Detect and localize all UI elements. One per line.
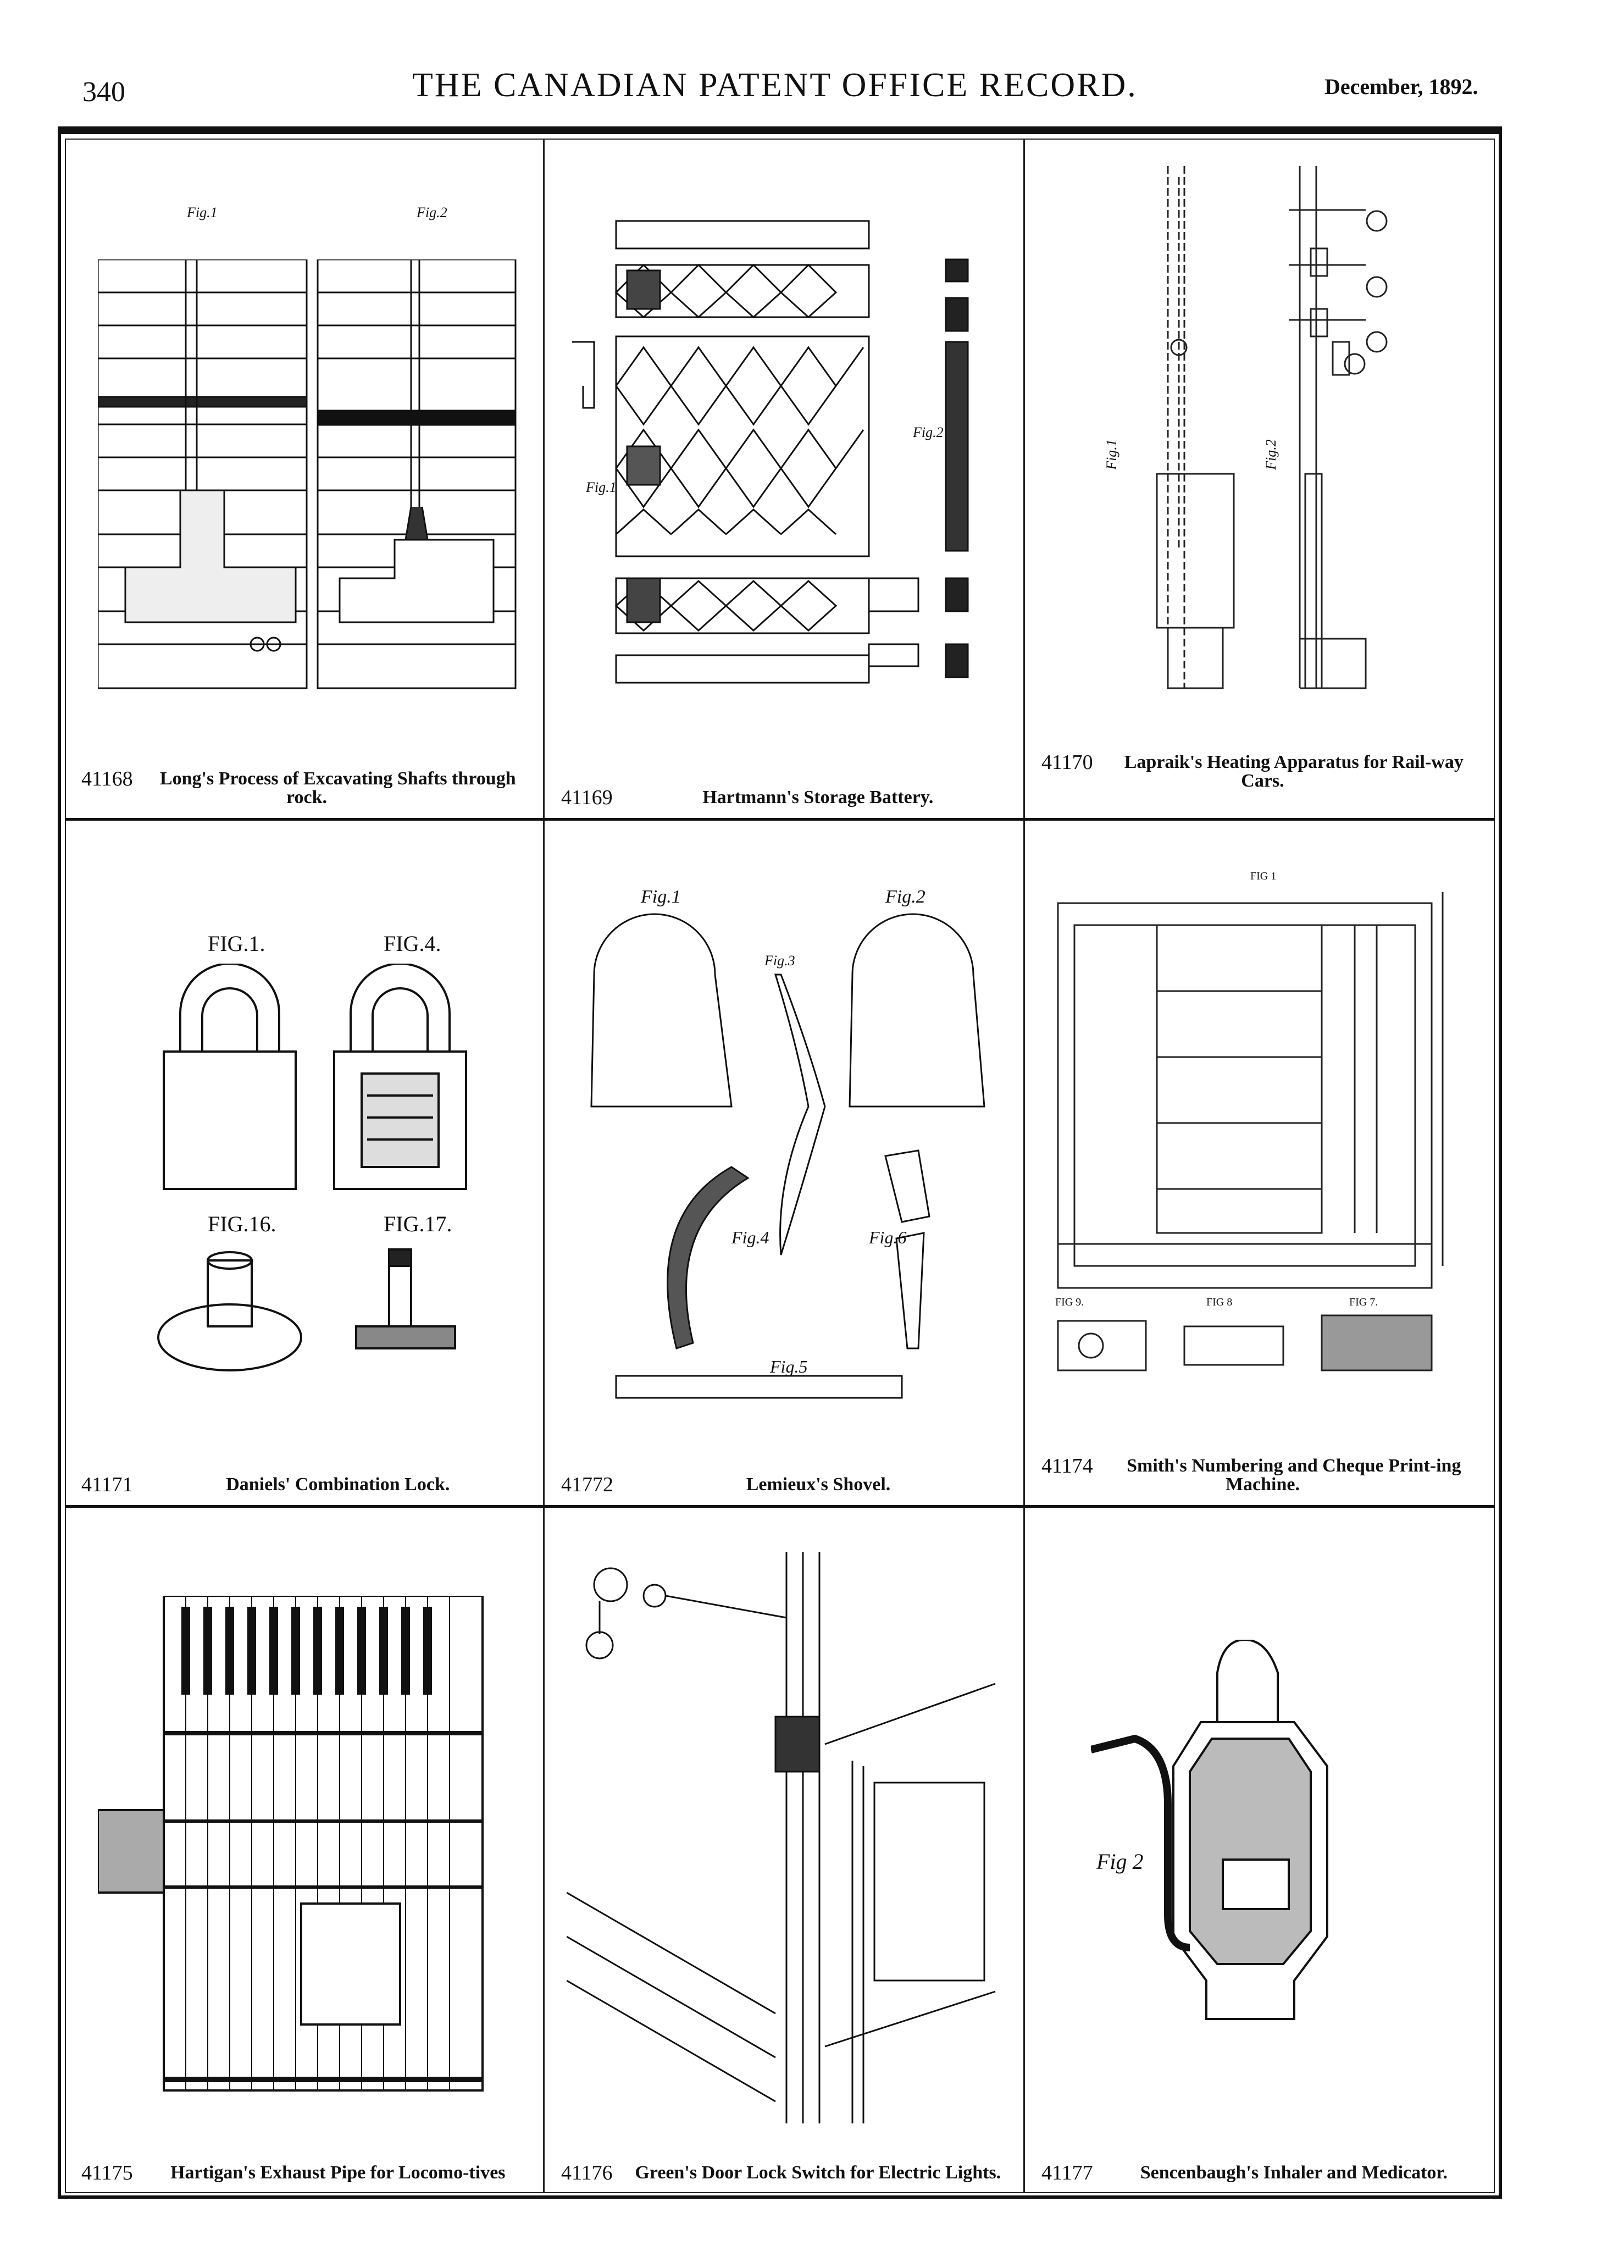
page-frame <box>58 126 1502 2199</box>
patent-41176: 41176 Green's Door Lock Switch for Electr… <box>545 1508 1023 2193</box>
fig-label: FIG 9. <box>1055 1296 1084 1308</box>
patent-number: 41772 <box>561 1473 613 1496</box>
patent-number: 41171 <box>81 1473 133 1496</box>
fig-label: Fig.1 <box>586 479 617 495</box>
patent-number: 41176 <box>561 2161 613 2184</box>
patent-title: Lapraik's Heating Apparatus for Rail-way… <box>1124 752 1464 791</box>
patent-number: 41169 <box>561 786 613 809</box>
fig-label: FIG.16. <box>208 1212 276 1236</box>
column-divider <box>543 139 545 2193</box>
patent-title: Green's Door Lock Switch for Electric Li… <box>635 2162 1001 2183</box>
patent-41168: Fig.1 Fig.2 41168 Long's Process of Excav… <box>65 139 543 818</box>
storage-battery-drawing <box>572 220 969 684</box>
patent-title: Lemieux's Shovel. <box>746 1474 891 1495</box>
patent-41772: Fig.1 Fig.2 Fig.3 Fig.4 Fig.5 Fig.6 4177… <box>545 821 1023 1505</box>
page-number: 340 <box>82 76 125 108</box>
inner-frame <box>65 139 1495 2193</box>
fig-label: FIG.4. <box>384 931 441 956</box>
patent-caption: 41177 Sencenbaugh's Inhaler and Medicator… <box>1041 2161 1484 2184</box>
row-divider <box>65 818 1495 821</box>
patent-caption: 41171 Daniels' Combination Lock. <box>81 1473 532 1496</box>
patent-number: 41177 <box>1041 2161 1093 2184</box>
patent-41169: Fig.1 Fig.2 41169 Hartmann's Storage Batt… <box>545 139 1023 818</box>
patent-number: 41174 <box>1041 1454 1093 1478</box>
column-divider <box>1023 139 1025 2193</box>
fig-label: Fig.2 <box>885 887 925 907</box>
issue-date: December, 1892. <box>1324 74 1478 99</box>
patent-title: Daniels' Combination Lock. <box>226 1474 450 1495</box>
patent-41170: Fig.1 Fig.2 41170 Lapraik's Heating Appar… <box>1025 139 1495 818</box>
fig-label: Fig.1 <box>187 204 218 220</box>
patent-title: Hartmann's Storage Battery. <box>702 787 934 807</box>
page-title: THE CANADIAN PATENT OFFICE RECORD. <box>412 67 1138 104</box>
patent-title: Long's Process of Excavating Shafts thro… <box>159 768 516 807</box>
patent-41177: Fig 2 41177 Sencenbaugh's Inhaler and Med… <box>1025 1508 1495 2193</box>
patent-number: 41170 <box>1041 751 1093 774</box>
fig-label: FIG 8 <box>1206 1296 1233 1308</box>
row-divider <box>65 1505 1495 1508</box>
shaft-excavation-drawing <box>98 259 517 689</box>
fig-label: Fig.3 <box>764 953 795 969</box>
patent-41175: 41175 Hartigan's Exhaust Pipe for Locomo-… <box>65 1508 543 2193</box>
fig-label: FIG.1. <box>208 931 265 956</box>
exhaust-pipe-drawing <box>98 1596 484 2092</box>
patent-caption: 41772 Lemieux's Shovel. <box>561 1473 1012 1496</box>
heating-apparatus-drawing <box>1156 166 1388 689</box>
fig-label: Fig.1 <box>641 887 681 907</box>
numbering-machine-drawing <box>1057 892 1444 1371</box>
fig-label: Fig.2 <box>1262 439 1279 470</box>
patent-number: 41168 <box>81 767 133 790</box>
shovel-drawing <box>590 913 985 1399</box>
patent-title: Hartigan's Exhaust Pipe for Locomo-tives <box>170 2162 506 2183</box>
fig-label: Fig.5 <box>770 1357 808 1376</box>
fig-label: Fig.2 <box>913 424 944 440</box>
patent-caption: 41170 Lapraik's Heating Apparatus for Rai… <box>1041 751 1484 791</box>
patent-caption: 41174 Smith's Numbering and Cheque Print-… <box>1041 1454 1484 1495</box>
fig-label: Fig.6 <box>869 1227 907 1247</box>
fig-label: Fig 2 <box>1096 1849 1144 1874</box>
fig-label: Fig.4 <box>731 1227 769 1247</box>
patent-41171: FIG.1. FIG.4. FIG.16. FIG.17. 41171 Danie… <box>65 821 543 1505</box>
fig-label: FIG.17. <box>384 1212 452 1236</box>
patent-41174: FIG 1 FIG 9. FIG 8 FIG 7. 41174 Smith's N… <box>1025 821 1495 1505</box>
inhaler-drawing <box>1091 1640 1328 2020</box>
fig-label: FIG 7. <box>1349 1296 1378 1308</box>
patent-number: 41175 <box>81 2161 133 2184</box>
patent-caption: 41175 Hartigan's Exhaust Pipe for Locomo-… <box>81 2161 532 2184</box>
patent-caption: 41168 Long's Process of Excavating Shafts… <box>81 767 532 807</box>
fig-label: FIG 1 <box>1250 870 1277 882</box>
patent-caption: 41169 Hartmann's Storage Battery. <box>561 786 1012 809</box>
combination-lock-drawing <box>157 964 467 1371</box>
patent-title: Smith's Numbering and Cheque Print-ing M… <box>1127 1456 1461 1495</box>
patent-caption: 41176 Green's Door Lock Switch for Electr… <box>561 2161 1012 2184</box>
fig-label: Fig.2 <box>417 204 447 220</box>
door-lock-switch-drawing <box>567 1552 996 2123</box>
patent-title: Sencenbaugh's Inhaler and Medicator. <box>1140 2162 1448 2183</box>
fig-label: Fig.1 <box>1103 439 1119 470</box>
